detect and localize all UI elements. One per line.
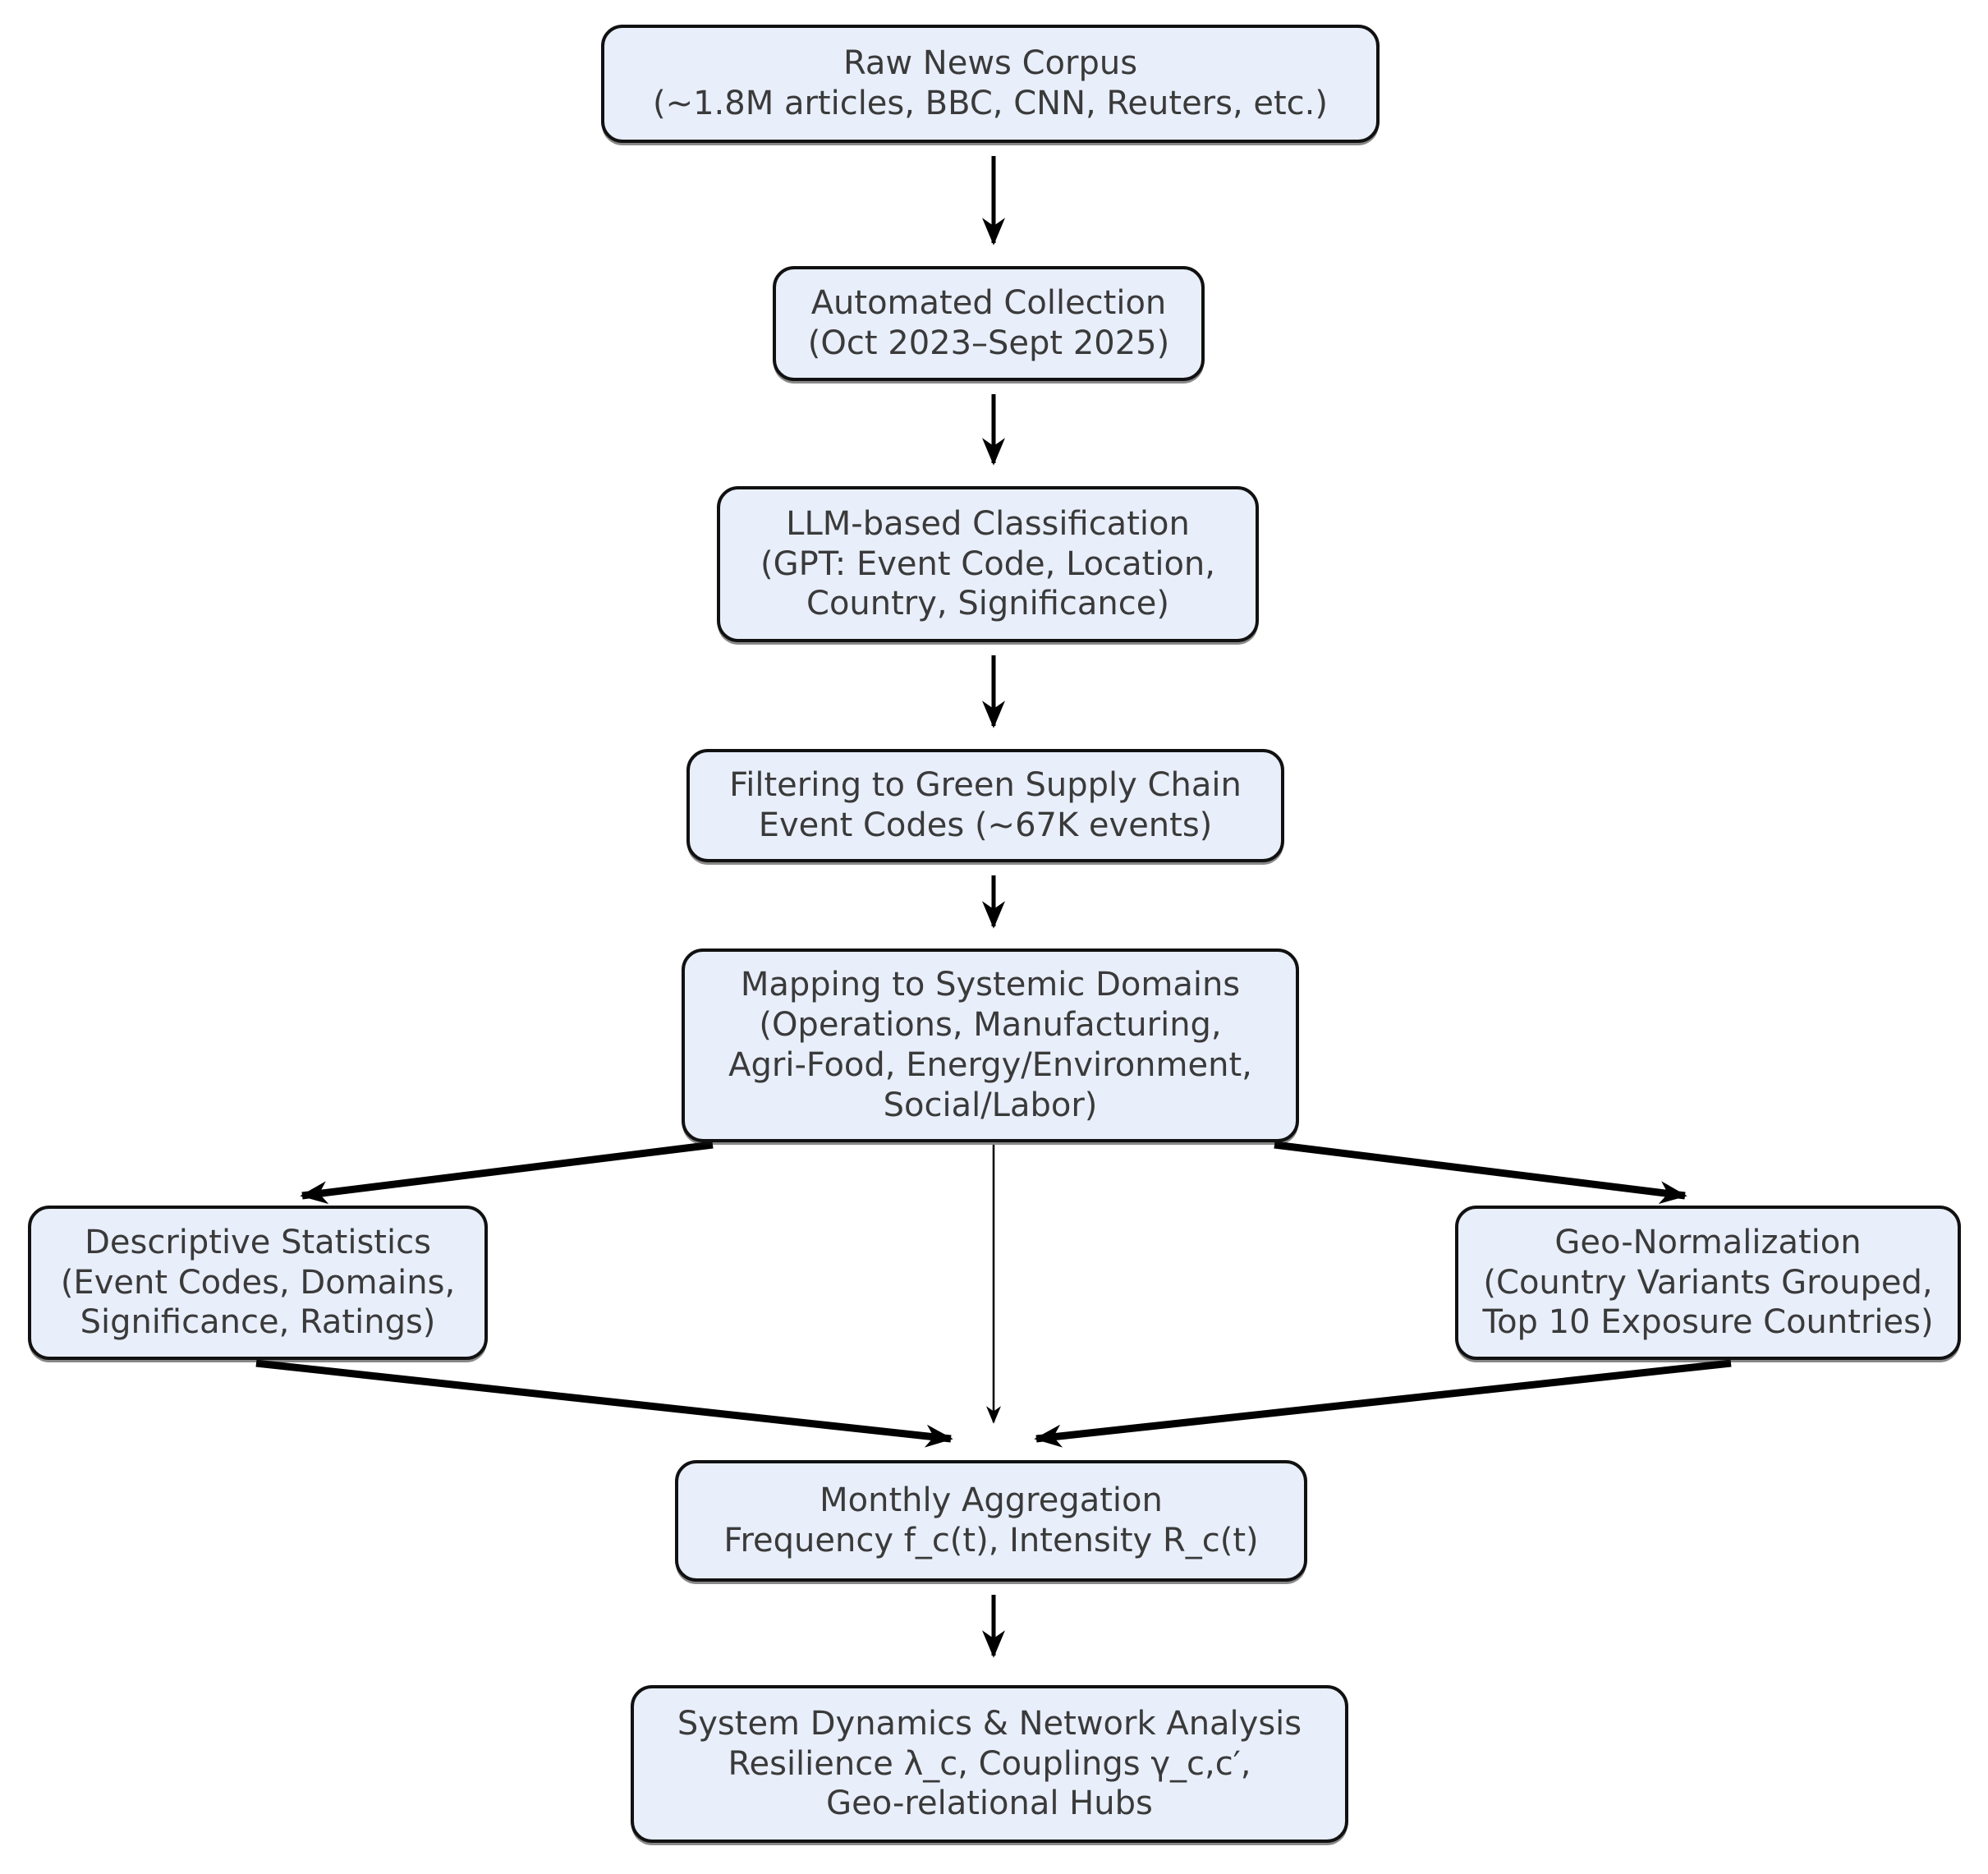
node-raw-news-corpus: Raw News Corpus (~1.8M articles, BBC, CN… [601, 25, 1380, 143]
node-line: (Operations, Manufacturing, [759, 1006, 1222, 1045]
node-line: (~1.8M articles, BBC, CNN, Reuters, etc.… [652, 85, 1328, 122]
node-monthly-aggregation: Monthly Aggregation Frequency f_c(t), In… [675, 1460, 1307, 1582]
node-line: (GPT: Event Code, Location, [760, 544, 1215, 583]
node-line: (Oct 2023–Sept 2025) [807, 324, 1170, 362]
node-line: Significance, Ratings) [80, 1303, 436, 1342]
node-line: Descriptive Statistics [85, 1223, 431, 1261]
node-system-dynamics-network-analysis: System Dynamics & Network Analysis Resil… [631, 1685, 1348, 1843]
node-line: (Event Codes, Domains, [60, 1263, 456, 1302]
node-automated-collection: Automated Collection (Oct 2023–Sept 2025… [773, 266, 1205, 381]
node-line: Frequency f_c(t), Intensity R_c(t) [723, 1522, 1259, 1559]
node-line: Geo-Normalization [1554, 1223, 1862, 1261]
arrow-mapping-to-geo [1274, 1141, 1687, 1205]
node-line: Resilience λ_c, Couplings γ_c,c′, [728, 1744, 1251, 1783]
node-line: System Dynamics & Network Analysis [677, 1704, 1302, 1743]
node-line: Monthly Aggregation [820, 1481, 1163, 1520]
node-line: Top 10 Exposure Countries) [1482, 1303, 1934, 1342]
node-line: Social/Labor) [883, 1086, 1098, 1124]
node-line: Mapping to Systemic Domains [740, 966, 1241, 1004]
node-line: LLM-based Classification [786, 504, 1190, 543]
arrow-geo-to-monthly [1034, 1359, 1732, 1448]
node-line: Automated Collection [810, 284, 1167, 323]
node-line: Geo-relational Hubs [826, 1784, 1153, 1823]
node-line: (Country Variants Grouped, [1483, 1263, 1933, 1302]
node-line: Country, Significance) [806, 585, 1169, 623]
arrow-mapping-to-descriptive [300, 1141, 714, 1205]
arrow-descriptive-to-monthly [255, 1359, 953, 1448]
node-llm-classification: LLM-based Classification (GPT: Event Cod… [717, 486, 1259, 642]
node-filtering-event-codes: Filtering to Green Supply Chain Event Co… [686, 749, 1284, 862]
node-line: Filtering to Green Supply Chain [729, 766, 1242, 805]
node-descriptive-statistics: Descriptive Statistics (Event Codes, Dom… [28, 1206, 488, 1360]
node-geo-normalization: Geo-Normalization (Country Variants Grou… [1455, 1206, 1961, 1360]
node-line: Raw News Corpus [842, 44, 1138, 83]
node-line: Event Codes (~67K events) [758, 806, 1213, 844]
node-mapping-systemic-domains: Mapping to Systemic Domains (Operations,… [682, 948, 1299, 1142]
node-line: Agri-Food, Energy/Environment, [728, 1046, 1252, 1084]
